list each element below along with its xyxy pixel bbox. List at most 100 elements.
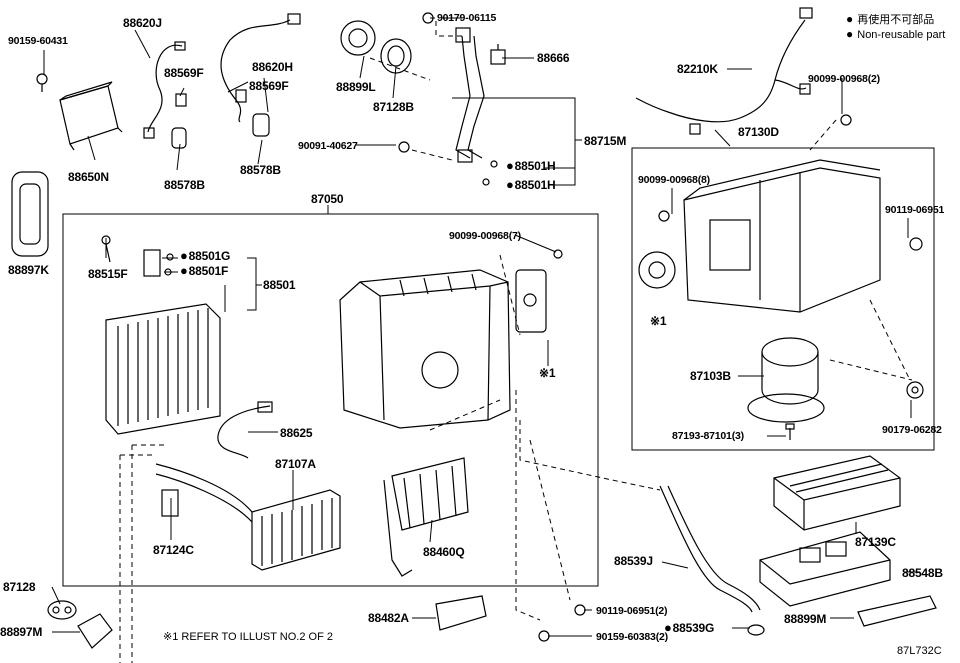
label-87128: 87128 <box>3 580 36 594</box>
valve-88666 <box>490 44 506 65</box>
cover-88899M <box>857 595 937 627</box>
label-90119-06951-2: 90119-06951(2) <box>596 605 668 617</box>
module-88650N <box>59 81 123 151</box>
label-88899L: 88899L <box>336 80 376 94</box>
label-82210K: 82210K <box>677 62 718 76</box>
label-88715M: 88715M <box>584 134 627 148</box>
hvac-case-87050 <box>339 269 511 429</box>
label-87128B: 87128B <box>373 100 414 114</box>
heater-88460Q <box>383 457 469 577</box>
label-star1-b: ※1 <box>539 366 556 380</box>
label-88625: 88625 <box>280 426 313 440</box>
screw-90099-00968-8 <box>658 210 670 222</box>
screw-90099-00968-7 <box>553 249 563 259</box>
legend-mark-2: ● <box>846 27 854 41</box>
oring-88501G <box>166 253 174 261</box>
cap-88578B-a <box>171 127 187 149</box>
seal-88899L <box>340 20 376 56</box>
filter-87139C <box>773 455 901 531</box>
label-88578B-a: 88578B <box>164 178 205 192</box>
legend-japanese: ●再使用不可部品 <box>846 11 934 27</box>
tray-88548B <box>759 531 891 607</box>
cover-88897M <box>77 613 113 649</box>
trim-88897K <box>11 171 49 257</box>
heater-core-87107A <box>155 463 341 571</box>
legend-english-text: Non-reusable part <box>857 29 946 41</box>
label-88482A: 88482A <box>368 611 409 625</box>
label-88578B-b: 88578B <box>240 163 281 177</box>
label-88515F: 88515F <box>88 267 128 281</box>
clip-88539G <box>747 624 765 636</box>
label-88460Q: 88460Q <box>423 545 465 559</box>
label-star1-a: ※1 <box>650 314 667 328</box>
label-90099-00968-7: 90099-00968(7) <box>449 230 521 242</box>
label-90091-40627: 90091-40627 <box>298 140 358 152</box>
label-88548B: 88548B <box>902 566 943 580</box>
label-88620H: 88620H <box>252 60 293 74</box>
oring-88501H-b <box>482 178 490 186</box>
grommet-87128B <box>380 38 412 74</box>
label-90159-60431: 90159-60431 <box>8 35 68 47</box>
oring-88501F <box>164 268 172 276</box>
cap-88578B-b <box>252 113 270 137</box>
bolt-88515F <box>101 235 111 263</box>
label-90159-60383-2: 90159-60383(2) <box>596 631 668 643</box>
label-88501F: 88501F <box>180 264 229 278</box>
valve-block <box>143 249 161 277</box>
clip-88569F-b <box>235 89 247 103</box>
harness-88620H <box>220 13 301 123</box>
label-87103B: 87103B <box>690 369 731 383</box>
label-87124C: 87124C <box>153 543 194 557</box>
label-90179-06115: 90179-06115 <box>437 12 497 24</box>
washer-90179-06282 <box>906 381 924 399</box>
evaporator-88501 <box>105 303 221 435</box>
fan-plate <box>638 251 676 289</box>
label-88899M: 88899M <box>784 612 827 626</box>
bolt-90091-40627 <box>398 141 410 153</box>
label-88501: 88501 <box>263 278 296 292</box>
hvac-unit-group-box <box>62 213 599 587</box>
reference-note: ※1 REFER TO ILLUST NO.2 OF 2 <box>163 631 333 643</box>
label-87107A: 87107A <box>275 457 316 471</box>
label-90179-06282: 90179-06282 <box>882 424 942 436</box>
harness-88625 <box>217 401 273 459</box>
nut-90179-06115 <box>422 12 434 24</box>
label-87193-87101-3: 87193-87101(3) <box>672 430 744 442</box>
label-88501G: 88501G <box>180 249 231 263</box>
screw-90099-00968-2 <box>840 114 852 126</box>
label-87139C: 87139C <box>855 535 896 549</box>
grommet-87128 <box>47 600 77 620</box>
label-88539G: 88539G <box>664 621 715 635</box>
screw-90119-06951-2 <box>574 604 586 616</box>
illustration-code: 87L732C <box>897 645 942 657</box>
bracket-88482A <box>435 595 487 631</box>
label-88897M: 88897M <box>0 625 43 639</box>
servo-actuator <box>515 269 547 333</box>
label-88501H-a: 88501H <box>506 159 556 173</box>
hose-88539J <box>659 485 761 613</box>
label-88620J: 88620J <box>123 16 162 30</box>
bracket-87124C <box>161 489 179 517</box>
label-88666: 88666 <box>537 51 570 65</box>
blower-motor-87103B <box>747 337 825 423</box>
legend-english: ●Non-reusable part <box>846 27 945 41</box>
pipe-88715M <box>455 27 485 163</box>
screw-87193 <box>785 423 795 440</box>
label-90099-00968-2: 90099-00968(2) <box>808 73 880 85</box>
screw-90159-60383-2 <box>538 630 550 642</box>
legend-japanese-text: 再使用不可部品 <box>857 14 935 26</box>
clip-88569F-a <box>175 93 187 107</box>
oring-88501H-a <box>490 160 498 168</box>
blower-housing-87130D <box>683 159 881 313</box>
legend-mark-1: ● <box>846 12 854 26</box>
label-88897K: 88897K <box>8 263 49 277</box>
label-88569F-a: 88569F <box>164 66 204 80</box>
blower-group-box <box>631 147 935 451</box>
label-88650N: 88650N <box>68 170 109 184</box>
label-87050: 87050 <box>311 192 344 206</box>
screw-90119-06951 <box>909 237 923 251</box>
screw-90159-60431 <box>36 73 48 92</box>
label-90099-00968-8: 90099-00968(8) <box>638 174 710 186</box>
